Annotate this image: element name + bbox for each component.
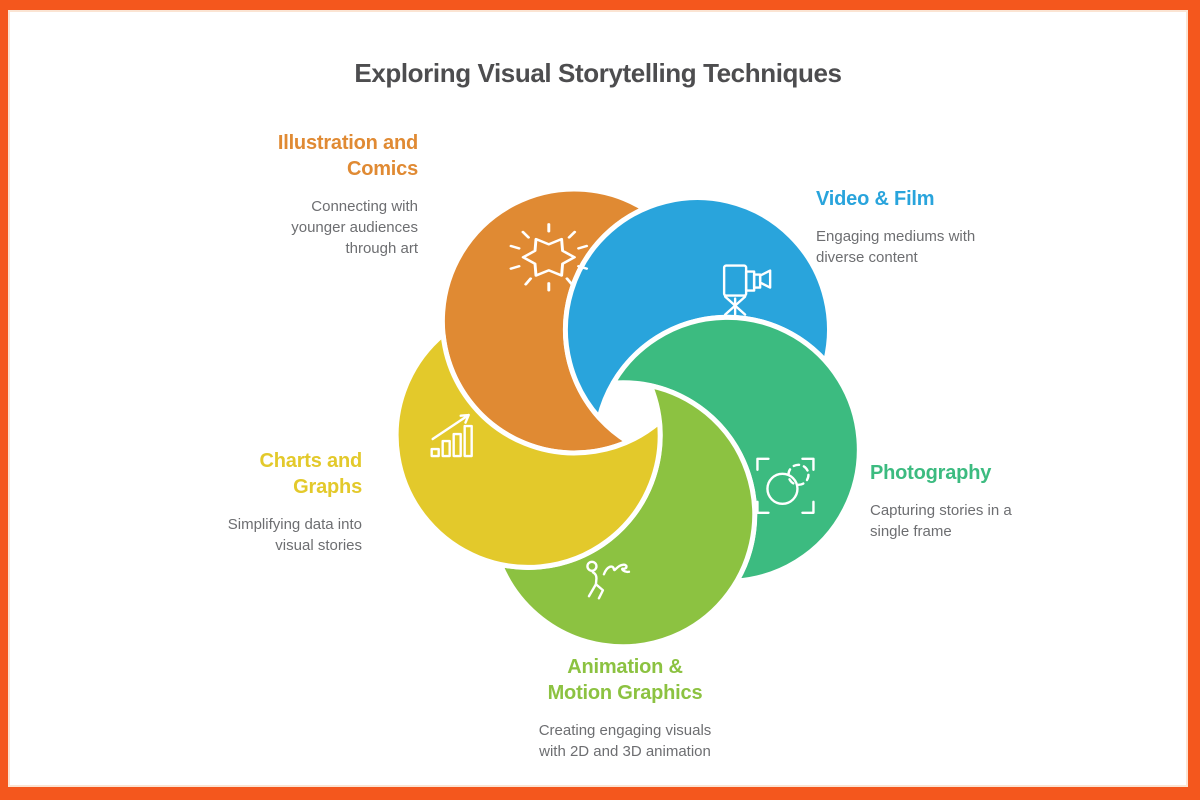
section-label: Animation & Motion Graphics (547, 656, 703, 704)
camera-focus-icon (756, 457, 815, 515)
page-title: Exploring Visual Storytelling Techniques (354, 58, 842, 88)
section-label: Photography (870, 462, 992, 484)
section-label: Video & Film (816, 188, 935, 210)
section-photography: Photography Capturing stories in a singl… (870, 460, 1065, 542)
bar-chart-icon (430, 413, 473, 458)
section-description: Connecting with younger audiences throug… (291, 198, 418, 257)
section-description: Engaging mediums with diverse content (816, 228, 976, 266)
section-description: Simplifying data into visual stories (227, 516, 362, 554)
pinwheel-diagram (393, 186, 862, 650)
comic-burst-icon (509, 223, 589, 292)
section-description: Capturing stories in a single frame (870, 502, 1012, 540)
video-camera-icon (722, 264, 772, 316)
section-label: Charts and Graphs (259, 450, 363, 498)
section-illustration-and-comics: Illustration and Comics Connecting with … (178, 130, 418, 259)
petal-charts (393, 331, 663, 570)
walking-figure-icon (586, 560, 631, 600)
section-video-and-film: Video & Film Engaging mediums with diver… (816, 186, 1016, 268)
section-description: Creating engaging visuals with 2D and 3D… (538, 722, 712, 760)
section-animation-motion-graphics: Animation & Motion Graphics Creating eng… (470, 654, 780, 762)
section-charts-and-graphs: Charts and Graphs Simplifying data into … (142, 448, 362, 556)
section-label: Illustration and Comics (277, 132, 418, 180)
